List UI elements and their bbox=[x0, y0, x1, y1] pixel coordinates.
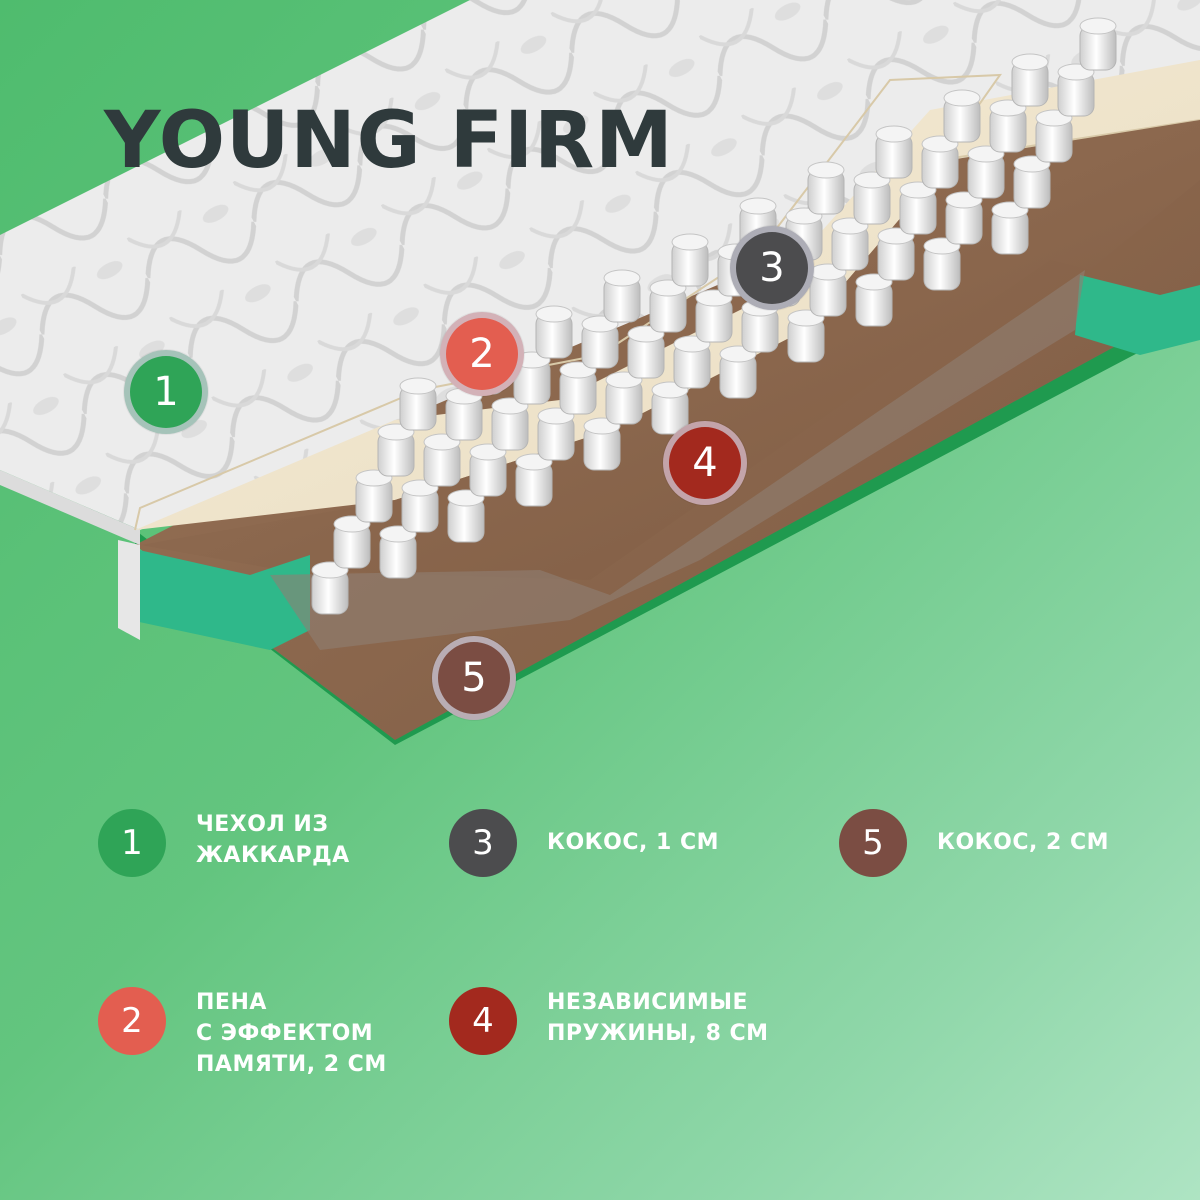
pocket-spring-top bbox=[399, 377, 437, 395]
marker-4-number: 4 bbox=[692, 440, 718, 486]
legend-badge-4: 4 bbox=[449, 987, 517, 1055]
legend-2-line-2: С ЭФФЕКТОМ bbox=[196, 1021, 374, 1046]
pocket-spring-top bbox=[943, 89, 981, 107]
pocket-spring-top bbox=[739, 197, 777, 215]
legend-4-line-2: ПРУЖИНЫ, 8 СМ bbox=[547, 1021, 769, 1046]
legend-item-1: 1 ЧЕХОЛ ИЗ ЖАККАРДА bbox=[98, 809, 350, 877]
pocket-spring-top bbox=[603, 269, 641, 287]
pocket-spring-top bbox=[875, 125, 913, 143]
legend-label-1: ЧЕХОЛ ИЗ ЖАККАРДА bbox=[196, 809, 350, 871]
legend-item-4: 4 НЕЗАВИСИМЫЕ ПРУЖИНЫ, 8 СМ bbox=[449, 987, 769, 1055]
pocket-spring-top bbox=[1079, 17, 1117, 35]
marker-2-number: 2 bbox=[469, 331, 495, 377]
marker-1-number: 1 bbox=[153, 369, 179, 415]
legend-badge-5: 5 bbox=[839, 809, 907, 877]
legend-5-line-1: КОКОС, 2 СМ bbox=[937, 830, 1110, 855]
legend-4-line-1: НЕЗАВИСИМЫЕ bbox=[547, 990, 749, 1015]
pocket-spring-top bbox=[535, 305, 573, 323]
pocket-spring-top bbox=[671, 233, 709, 251]
marker-3-number: 3 bbox=[759, 245, 785, 291]
legend-badge-2: 2 bbox=[98, 987, 166, 1055]
mattress-illustration: 1 2 3 4 5 bbox=[0, 0, 1200, 745]
legend-1-line-2: ЖАККАРДА bbox=[196, 843, 350, 868]
legend-2-line-3: ПАМЯТИ, 2 СМ bbox=[196, 1052, 387, 1077]
legend-1-line-1: ЧЕХОЛ ИЗ bbox=[196, 812, 329, 837]
pocket-spring-top bbox=[1011, 53, 1049, 71]
legend-badge-3: 3 bbox=[449, 809, 517, 877]
product-title: YOUNG FIRM bbox=[104, 96, 674, 186]
legend-badge-1: 1 bbox=[98, 809, 166, 877]
legend-2-line-1: ПЕНА bbox=[196, 990, 267, 1015]
pocket-spring-top bbox=[807, 161, 845, 179]
marker-5: 5 bbox=[432, 636, 516, 720]
legend-label-2: ПЕНА С ЭФФЕКТОМ ПАМЯТИ, 2 СМ bbox=[196, 987, 387, 1080]
marker-3: 3 bbox=[730, 226, 814, 310]
marker-1: 1 bbox=[124, 350, 208, 434]
legend-label-4: НЕЗАВИСИМЫЕ ПРУЖИНЫ, 8 СМ bbox=[547, 987, 769, 1049]
marker-5-number: 5 bbox=[461, 655, 487, 701]
legend-item-3: 3 КОКОС, 1 СМ bbox=[449, 809, 719, 877]
legend-item-5: 5 КОКОС, 2 СМ bbox=[839, 809, 1109, 877]
legend-3-line-1: КОКОС, 1 СМ bbox=[547, 830, 720, 855]
marker-4: 4 bbox=[663, 421, 747, 505]
legend-label-5: КОКОС, 2 СМ bbox=[937, 827, 1109, 858]
marker-2: 2 bbox=[440, 312, 524, 396]
legend-item-2: 2 ПЕНА С ЭФФЕКТОМ ПАМЯТИ, 2 СМ bbox=[98, 987, 387, 1080]
legend-label-3: КОКОС, 1 СМ bbox=[547, 827, 719, 858]
